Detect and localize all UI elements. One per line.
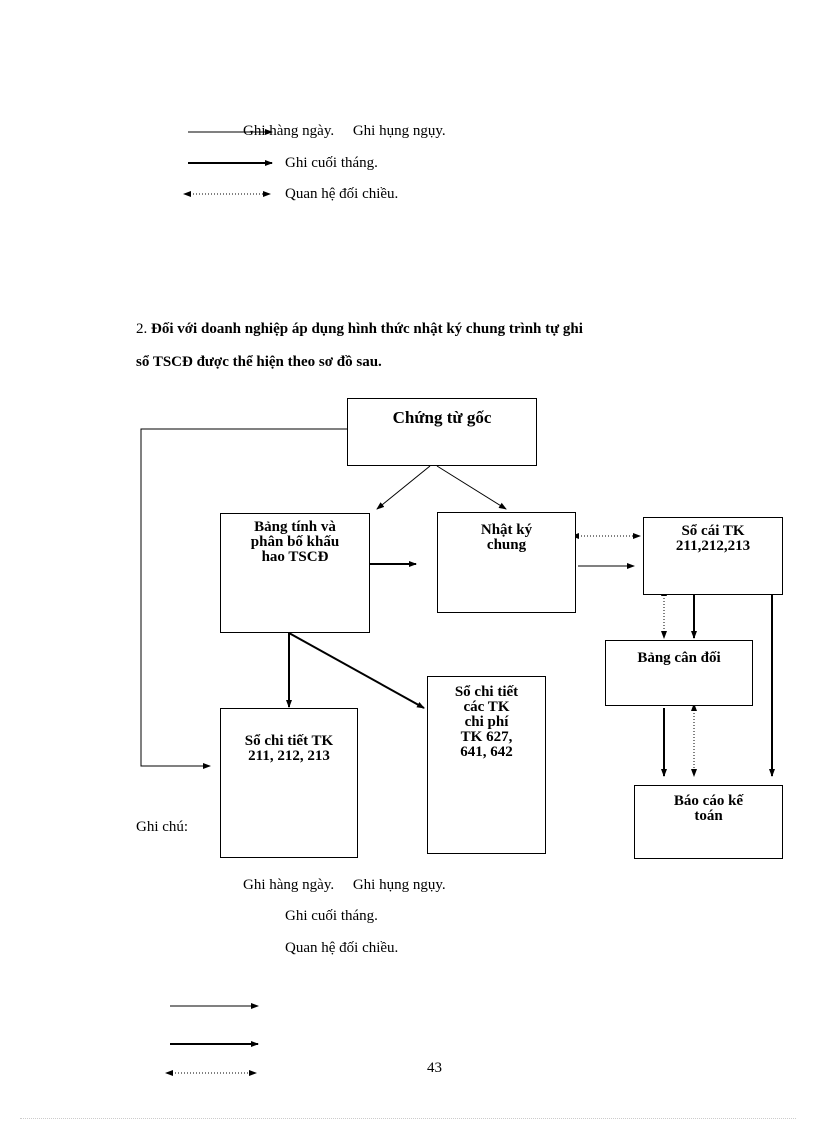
section-heading-line1: 2. Đối với doanh nghiệp áp dụng hình thứ… <box>136 321 583 338</box>
box-detail-costs-line2: các TK <box>463 699 510 715</box>
page-bottom-divider <box>20 1118 796 1119</box>
line-source-to-journal <box>436 465 507 510</box>
box-source-documents-label: Chứng từ gốc <box>392 408 492 427</box>
legend-reconcile-label: Quan hệ đối chiều. <box>285 186 399 202</box>
box-reports: Báo cáo kế toán <box>634 785 783 859</box>
section-title-line2: sổ TSCĐ được thể hiện theo sơ đồ sau. <box>136 354 382 370</box>
bottom-legend-reconcile-label: Quan hệ đối chiều. <box>285 940 399 956</box>
bottom-legend-periodic-text: Ghi hụng ngụy. <box>352 877 446 893</box>
box-ledger-line2: 211,212,213 <box>675 538 751 554</box>
bottom-legend-monthend-label: Ghi cuối tháng. <box>285 908 378 924</box>
box-reports-line1: Báo cáo kế <box>673 793 744 809</box>
box-ledger: Sổ cái TK 211,212,213 <box>643 517 783 595</box>
box-journal-line1: Nhật ký <box>480 522 533 538</box>
line-source-to-depreciation <box>376 465 431 510</box>
page-number: 43 <box>427 1060 442 1076</box>
legend-daily-text: Ghi hàng ngày. <box>243 123 335 139</box>
box-reports-line2: toán <box>694 808 723 824</box>
box-ledger-line1: Sổ cái TK <box>681 523 745 539</box>
section-title-line1: Đối với doanh nghiệp áp dụng hình thức n… <box>151 321 583 337</box>
section-number: 2. <box>136 321 148 337</box>
box-detail-fixed-assets: Sổ chi tiết TK 211, 212, 213 <box>220 708 358 858</box>
note-label: Ghi chú: <box>136 819 189 835</box>
box-depreciation-line1: Bảng tính và <box>254 519 336 535</box>
box-general-journal: Nhật ký chung <box>437 512 576 613</box>
box-detail-costs-line3: chi phí <box>464 714 509 730</box>
box-detail-costs-line4: TK 627, <box>460 729 513 745</box>
line-depreciation-to-detail-costs <box>288 632 425 709</box>
legend-periodic-text: Ghi hụng ngụy. <box>352 123 446 139</box>
box-depreciation-table: Bảng tính và phân bố khấu hao TSCĐ <box>220 513 370 633</box>
box-detail-fa-line1: Sổ chi tiết TK <box>244 733 334 749</box>
box-detail-costs: Sổ chi tiết các TK chi phí TK 627, 641, … <box>427 676 546 854</box>
box-balance-label: Bảng cân đối <box>637 650 721 666</box>
bottom-legend-daily-text: Ghi hàng ngày. <box>243 877 335 893</box>
box-journal-line2: chung <box>486 537 527 553</box>
box-detail-fa-line2: 211, 212, 213 <box>248 748 330 764</box>
bottom-legend-daily-label: Ghi hàng ngày. Ghi hụng ngụy. <box>243 877 446 894</box>
box-depreciation-line2: phân bố khấu <box>250 534 340 550</box>
box-detail-costs-line1: Sổ chi tiết <box>454 684 519 700</box>
legend-daily-label: Ghi hàng ngày. Ghi hụng ngụy. <box>243 123 446 140</box>
line-source-to-detail-fa <box>140 428 347 769</box>
box-detail-costs-line5: 641, 642 <box>460 744 513 760</box>
box-source-documents: Chứng từ gốc <box>347 398 537 466</box>
box-depreciation-line3: hao TSCĐ <box>261 549 329 565</box>
legend-monthend-label: Ghi cuối tháng. <box>285 155 378 171</box>
box-balance-sheet: Bảng cân đối <box>605 640 753 706</box>
